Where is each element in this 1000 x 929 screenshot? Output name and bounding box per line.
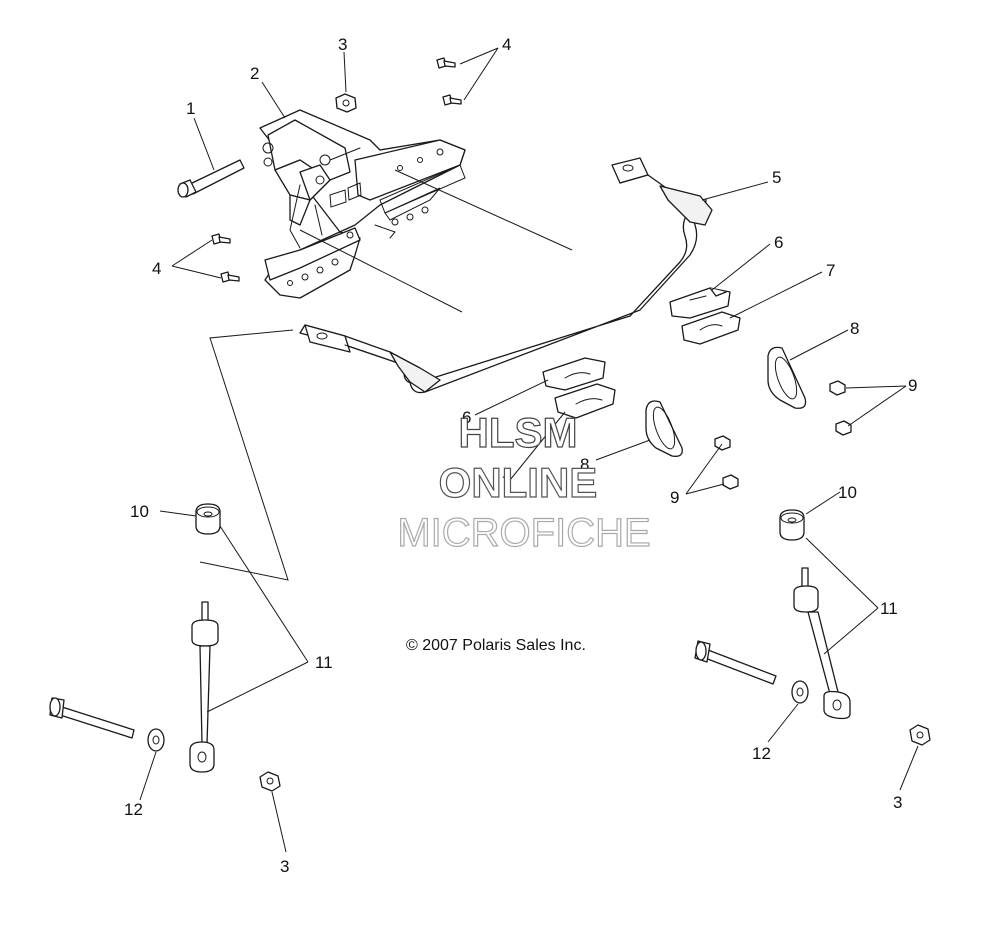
retainer-plate-center xyxy=(645,400,683,457)
bolt-4-c xyxy=(211,233,231,245)
callout-11: 11 xyxy=(315,653,333,672)
callout-10: 10 xyxy=(130,502,149,521)
callout-3: 3 xyxy=(280,857,289,876)
nut-9-a xyxy=(829,380,846,396)
watermark: HLSM ONLINE MICROFICHE xyxy=(397,408,652,555)
callout-3: 3 xyxy=(338,35,347,54)
bolt-4-d xyxy=(220,271,240,283)
bushing-center-lower xyxy=(554,383,616,419)
stabilizer-bar xyxy=(299,157,713,394)
link-bushing-right xyxy=(779,509,805,541)
callout-4: 4 xyxy=(502,35,511,54)
nut-3-left xyxy=(259,771,281,792)
washer-left xyxy=(147,728,165,752)
copyright-notice: © 2007 Polaris Sales Inc. xyxy=(406,637,586,654)
leader-lines xyxy=(139,47,919,853)
callout-8: 8 xyxy=(850,319,859,338)
callout-3: 3 xyxy=(893,793,902,812)
stabilizer-link-left xyxy=(189,601,219,773)
washer-right xyxy=(791,680,809,704)
nut-3-top xyxy=(335,93,357,113)
callout-2: 2 xyxy=(250,64,259,83)
callout-12: 12 xyxy=(752,744,771,763)
callout-5: 5 xyxy=(772,168,781,187)
callout-9: 9 xyxy=(908,376,917,395)
callout-labels: 1 2 3 3 3 4 4 5 6 6 7 7 8 8 9 9 10 10 11… xyxy=(124,35,917,876)
stabilizer-link-right xyxy=(793,567,851,720)
bolt-lower-left xyxy=(49,697,135,739)
callout-7: 7 xyxy=(502,473,511,492)
callout-7: 7 xyxy=(826,261,835,280)
bolt-4-b xyxy=(442,94,462,106)
callout-9: 9 xyxy=(670,488,679,507)
callout-6: 6 xyxy=(774,233,783,252)
callout-8: 8 xyxy=(580,455,589,474)
callout-1: 1 xyxy=(186,99,195,118)
bushing-right-lower xyxy=(681,311,741,345)
callout-12: 12 xyxy=(124,800,143,819)
nut-9-c xyxy=(714,435,731,451)
bolt-lower-right xyxy=(694,640,777,685)
nut-9-d xyxy=(722,474,739,490)
callout-10: 10 xyxy=(838,483,857,502)
link-bushing-left xyxy=(195,503,221,535)
callout-11: 11 xyxy=(880,599,898,618)
bolt-4-a xyxy=(436,57,456,69)
nut-9-b xyxy=(835,420,852,436)
watermark-line-2: ONLINE xyxy=(439,459,598,506)
retainer-plate-right xyxy=(767,346,807,409)
watermark-line-3: MICROFICHE xyxy=(397,511,650,555)
nut-3-right xyxy=(909,724,931,746)
bolt-1 xyxy=(177,159,245,198)
bushing-right-upper xyxy=(669,287,731,319)
mounting-bracket xyxy=(259,109,466,299)
callout-6: 6 xyxy=(462,408,471,427)
watermark-line-1: HLSM xyxy=(459,409,578,456)
bushing-center-upper xyxy=(542,357,606,391)
callout-4: 4 xyxy=(152,259,161,278)
